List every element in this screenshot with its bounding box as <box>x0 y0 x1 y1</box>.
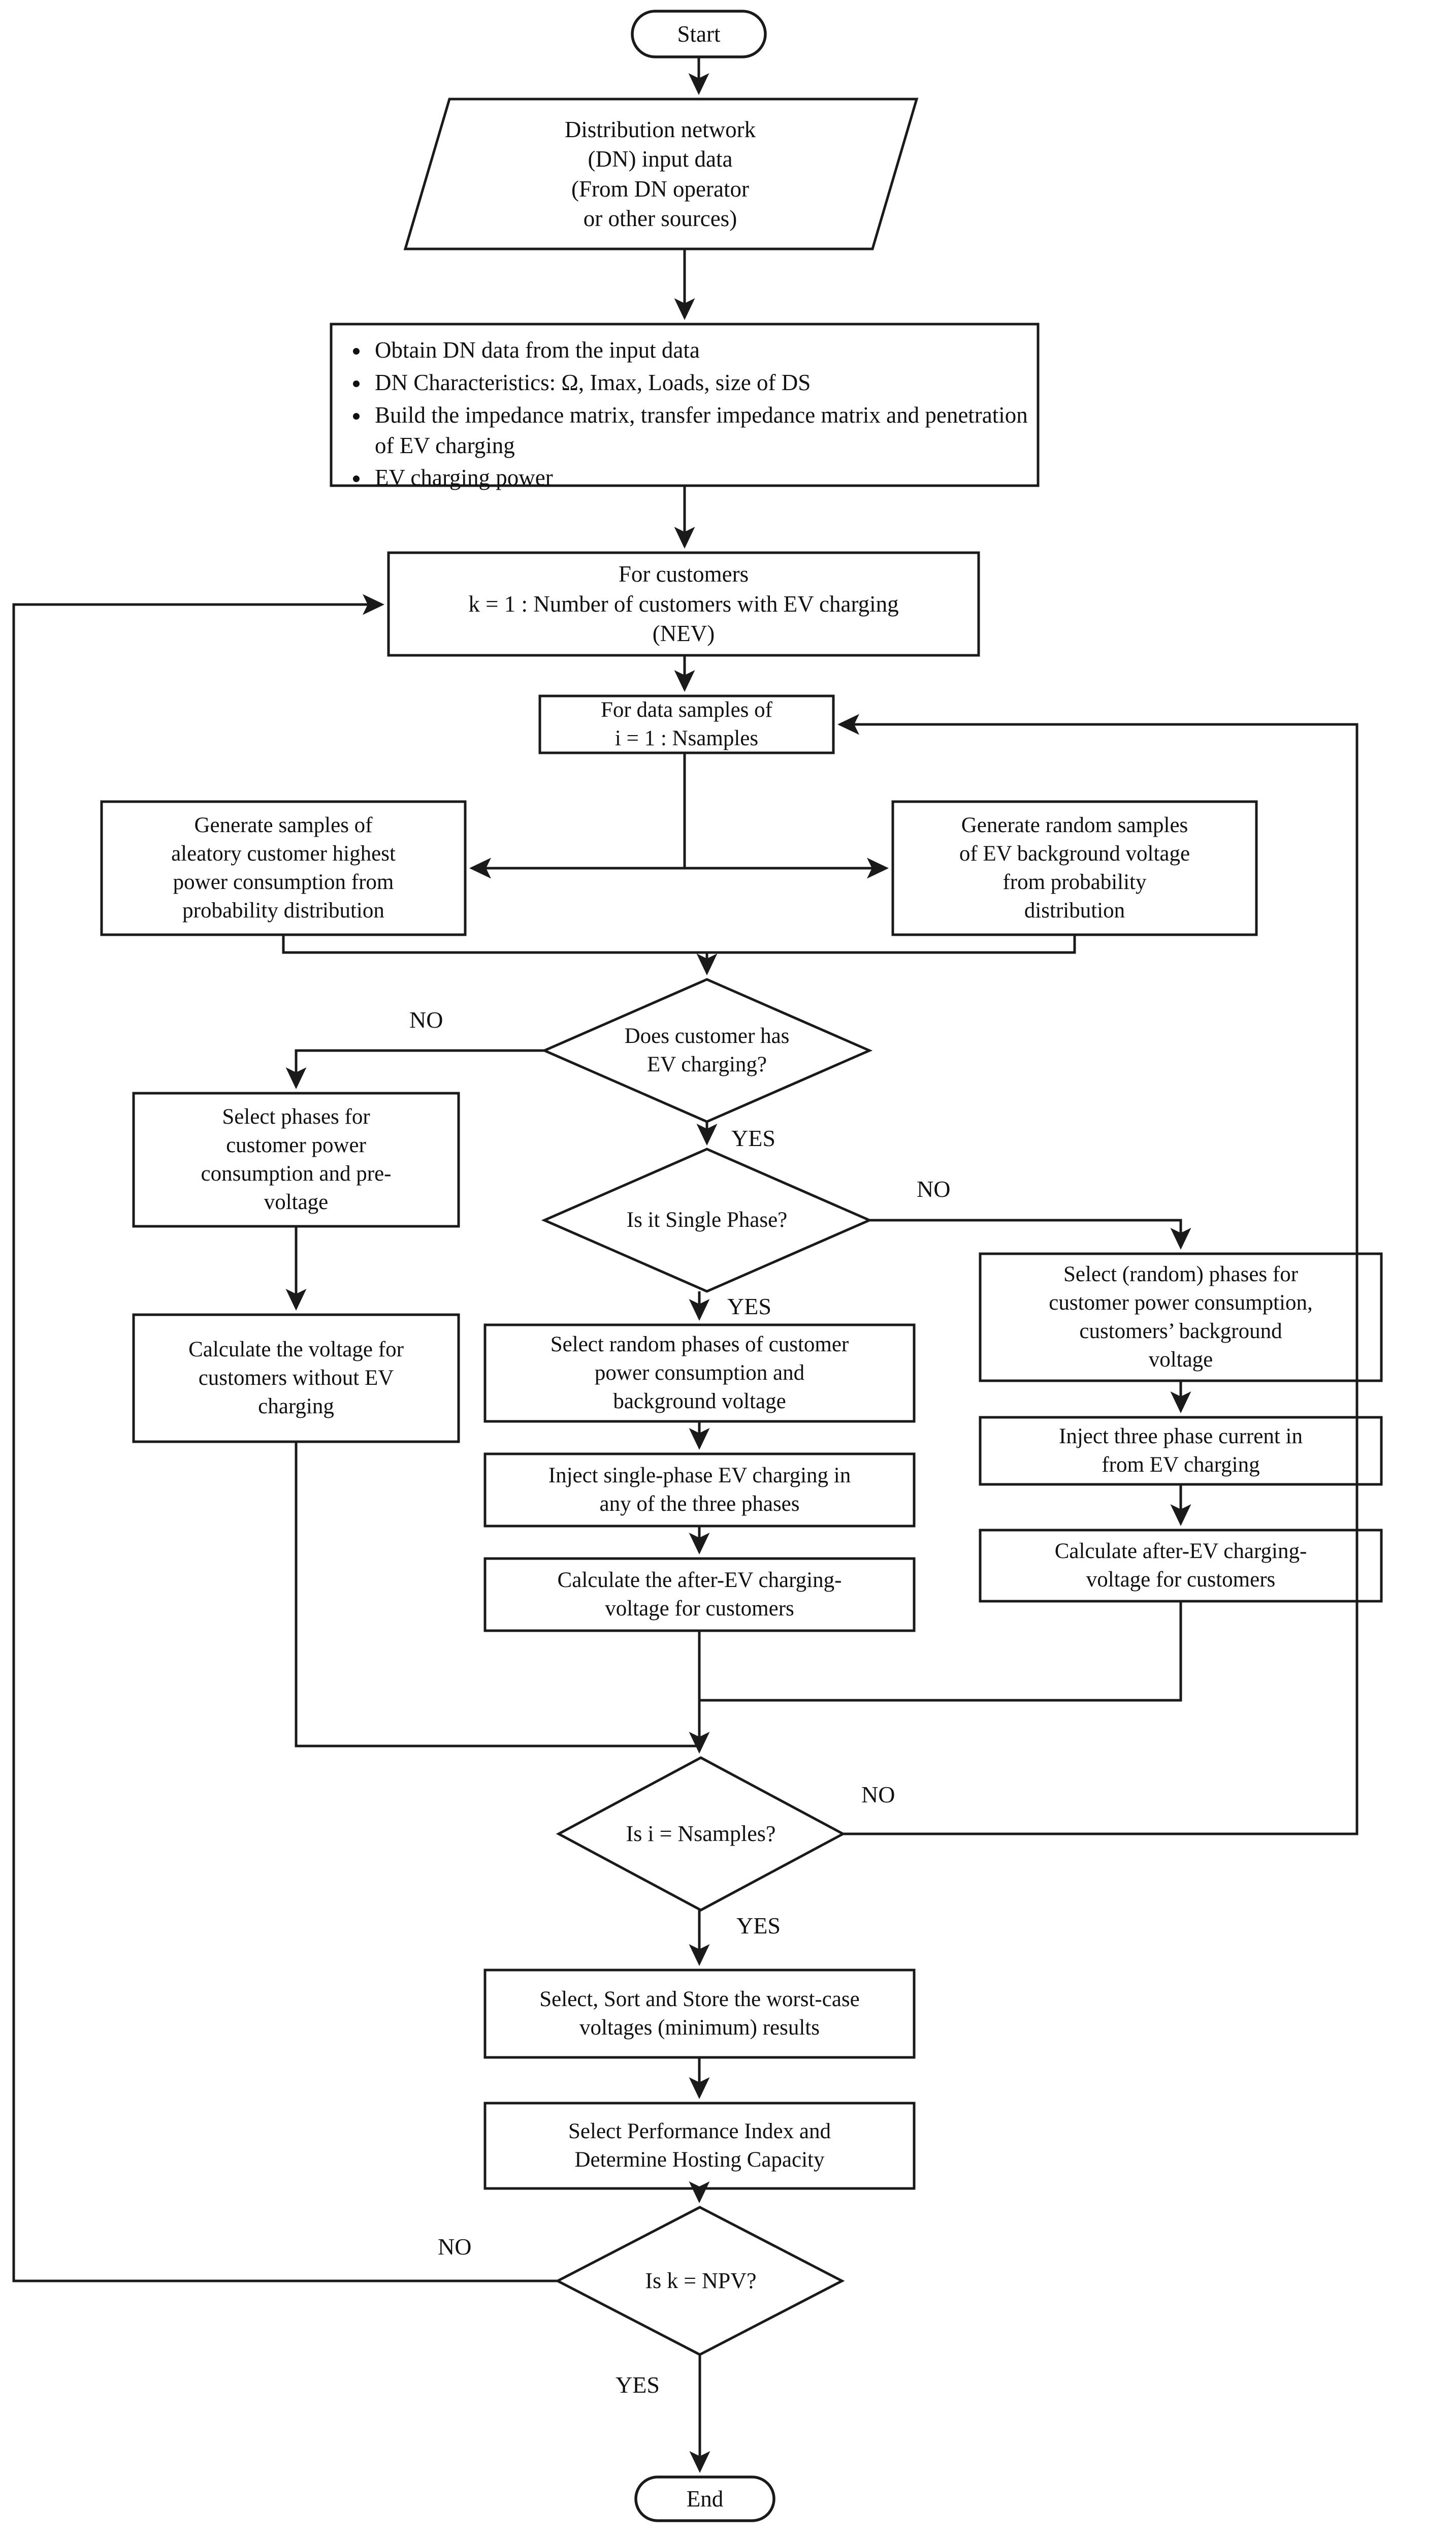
dn-process-node-bullets: Obtain DN data from the input dataDN Cha… <box>343 335 1029 495</box>
q-has-ev-node-shape <box>541 978 873 1123</box>
edge-label-i-nsamples-yes: YES <box>736 1913 781 1939</box>
edge-label-has-ev-no: NO <box>409 1007 443 1033</box>
dn-process-bullet-item: Build the impedance matrix, transfer imp… <box>370 400 1029 461</box>
edge-label-k-npv-no: NO <box>438 2234 472 2260</box>
end-node-shape <box>634 2475 775 2522</box>
perf-index-node-shape <box>483 2102 916 2190</box>
edge-label-k-npv-yes: YES <box>616 2372 660 2398</box>
dn-process-bullet-item: EV charging power <box>370 463 1029 493</box>
for-customers-node-shape <box>387 551 980 657</box>
select-random-phases-node-shape <box>483 1323 916 1423</box>
select-random-phases3-node-shape <box>979 1252 1383 1382</box>
inject-single-node-shape <box>483 1452 916 1528</box>
dn-process-bullet-item: DN Characteristics: Ω, Imax, Loads, size… <box>370 368 1029 398</box>
edge-genpower-merge <box>282 935 707 954</box>
select-phases-noev-node-shape <box>132 1092 460 1228</box>
edge-insamples-no-loop <box>837 714 1358 1835</box>
for-samples-node-shape <box>538 694 835 754</box>
edge-label-single-phase-yes: YES <box>727 1293 771 1319</box>
gen-power-node-shape <box>100 800 467 936</box>
edge-hasev-no <box>285 1049 544 1090</box>
dn-process-bullet-item: Obtain DN data from the input data <box>370 335 1029 366</box>
start-node-shape <box>631 10 767 58</box>
edge-label-has-ev-yes: YES <box>731 1125 775 1151</box>
edge-knpv-no-loop <box>12 594 558 2282</box>
store-worst-node-shape <box>483 1968 916 2059</box>
edge-singlephase-no <box>869 1219 1191 1250</box>
dn-process-node-shape <box>330 323 1040 487</box>
inject-three-node-shape <box>979 1416 1383 1486</box>
edge-label-single-phase-no: NO <box>917 1176 951 1202</box>
q-single-phase-node-shape <box>541 1148 873 1293</box>
calc-after-single-node-shape <box>483 1557 916 1632</box>
edge-label-i-nsamples-no: NO <box>861 1782 895 1807</box>
calc-volt-noev-node-shape <box>132 1313 460 1443</box>
edge-right-merge <box>699 1601 1182 1702</box>
edge-genvoltage-merge <box>707 935 1076 954</box>
edge-left-merge <box>295 1442 699 1748</box>
gen-voltage-node-shape <box>891 800 1258 936</box>
q-i-nsamples-node-shape <box>556 1756 846 1912</box>
calc-after-three-node-shape <box>979 1529 1383 1603</box>
input-data-node-shape <box>403 98 919 250</box>
q-k-npv-node-shape <box>555 2206 845 2356</box>
